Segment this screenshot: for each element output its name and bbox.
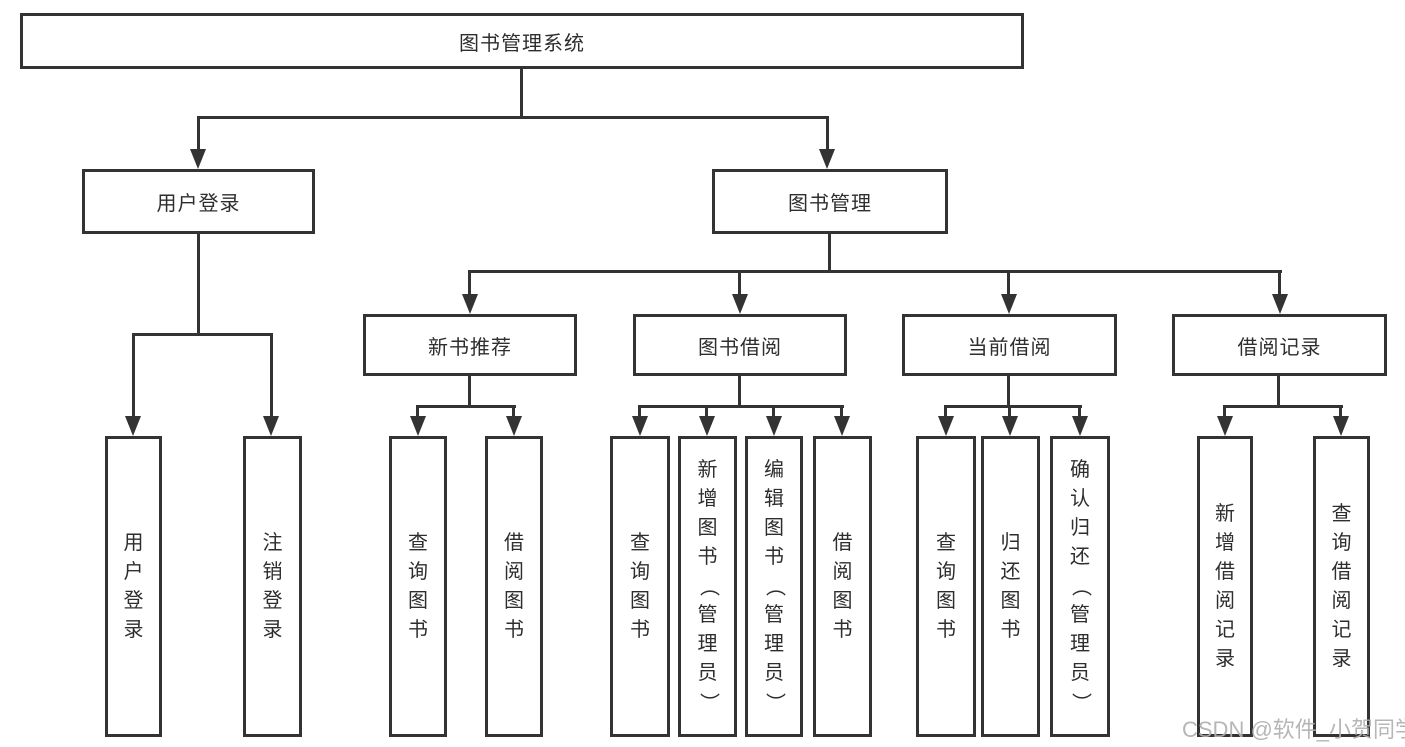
- connector-borrow-record-branch: [1223, 405, 1343, 408]
- csdn-watermark: CSDN @软件_小贺同学: [1182, 717, 1405, 742]
- connector-new-book-branch: [416, 405, 516, 408]
- connector-drop-leaf-login: [132, 333, 135, 416]
- arrowhead: [410, 416, 426, 436]
- arrowhead: [1002, 416, 1018, 436]
- connector-drop: [1223, 405, 1226, 416]
- leaf-borrow-books-2: 借阅图书: [813, 436, 872, 737]
- connector-drop: [416, 405, 419, 416]
- connector-drop-book-borrow: [738, 270, 741, 294]
- leaf-label: 查询借阅记录: [1331, 502, 1352, 670]
- connector-drop-user-login: [197, 116, 200, 149]
- leaf-return-book: 归还图书: [981, 436, 1040, 737]
- arrowhead-book-borrow: [732, 294, 748, 314]
- connector-user-login-branch: [132, 333, 273, 336]
- arrowhead: [506, 416, 522, 436]
- arrowhead-new-book: [462, 294, 478, 314]
- node-label: 新书推荐: [428, 336, 512, 359]
- node-new-book-recommend: 新书推荐: [363, 314, 577, 376]
- connector-borrow-record-stem: [1277, 376, 1280, 407]
- arrowhead: [1333, 416, 1349, 436]
- arrowhead: [766, 416, 782, 436]
- leaf-query-books-1: 查询图书: [389, 436, 447, 737]
- node-label: 借阅记录: [1237, 336, 1322, 359]
- connector-new-book-stem: [468, 376, 471, 407]
- arrowhead-user-login: [190, 149, 206, 169]
- connector-drop: [638, 405, 641, 416]
- arrowhead: [938, 416, 954, 436]
- node-label: 当前借阅: [967, 336, 1052, 359]
- connector-root-stem: [520, 69, 523, 118]
- leaf-query-books-3: 查询图书: [916, 436, 976, 737]
- leaf-add-book-admin: 新增图书（管理员）: [678, 436, 737, 737]
- connector-book-mgmt-stem: [828, 234, 831, 272]
- connector-current-borrow-stem: [1007, 376, 1010, 407]
- node-label: 用户登录: [156, 193, 241, 215]
- leaf-label: 新增图书（管理员）: [697, 459, 719, 713]
- connector-drop-current-borrow: [1007, 270, 1010, 294]
- leaf-label: 查询图书: [408, 531, 428, 641]
- arrowhead: [1217, 416, 1233, 436]
- connector-drop-leaf-logout: [270, 333, 273, 416]
- node-label: 图书管理系统: [459, 32, 585, 55]
- connector-drop: [705, 405, 708, 416]
- node-label: 图书借阅: [698, 336, 782, 359]
- node-borrowing-records: 借阅记录: [1172, 314, 1387, 376]
- leaf-borrow-books-1: 借阅图书: [485, 436, 543, 737]
- connector-book-borrow-branch: [638, 405, 844, 408]
- connector-drop: [1078, 405, 1081, 416]
- node-book-management: 图书管理: [712, 169, 948, 234]
- node-user-login: 用户登录: [82, 169, 315, 234]
- leaf-edit-book-admin: 编辑图书（管理员）: [745, 436, 803, 737]
- connector-book-mgmt-branch: [468, 270, 1282, 273]
- leaf-add-borrow-record: 新增借阅记录: [1197, 436, 1253, 737]
- leaf-label: 新增借阅记录: [1215, 502, 1235, 670]
- leaf-label: 查询图书: [936, 531, 956, 641]
- leaf-label: 归还图书: [1000, 531, 1021, 641]
- arrowhead-current-borrow: [1001, 294, 1017, 314]
- connector-root-branch: [197, 116, 829, 119]
- arrowhead: [834, 416, 850, 436]
- node-library-system: 图书管理系统: [20, 13, 1024, 69]
- connector-book-borrow-stem: [738, 376, 741, 407]
- leaf-label: 编辑图书（管理员）: [763, 459, 786, 713]
- leaf-query-borrow-record: 查询借阅记录: [1313, 436, 1370, 737]
- connector-drop-borrow-record: [1278, 270, 1281, 294]
- leaf-label: 借阅图书: [504, 531, 524, 641]
- connector-drop: [512, 405, 515, 416]
- leaf-query-books-2: 查询图书: [610, 436, 670, 737]
- leaf-label: 用户登录: [123, 531, 144, 641]
- connector-drop-new-book: [468, 270, 471, 294]
- arrowhead-book-mgmt: [819, 149, 835, 169]
- node-current-borrowing: 当前借阅: [902, 314, 1117, 376]
- connector-drop-book-mgmt: [826, 116, 829, 149]
- arrowhead: [632, 416, 648, 436]
- node-book-borrowing: 图书借阅: [633, 314, 847, 376]
- node-label: 图书管理: [788, 193, 872, 215]
- connector-drop: [1339, 405, 1342, 416]
- leaf-label: 确认归还（管理员）: [1069, 459, 1092, 713]
- arrowhead: [699, 416, 715, 436]
- connector-drop: [772, 405, 775, 416]
- arrowhead-leaf-logout: [263, 416, 279, 436]
- connector-drop: [840, 405, 843, 416]
- arrowhead-borrow-record: [1272, 294, 1288, 314]
- leaf-label: 注销登录: [262, 531, 283, 641]
- leaf-label: 查询图书: [630, 531, 650, 641]
- connector-current-borrow-branch: [944, 405, 1082, 408]
- leaf-label: 借阅图书: [832, 531, 853, 641]
- connector-drop: [1008, 405, 1011, 416]
- leaf-logout: 注销登录: [243, 436, 302, 737]
- connector-user-login-stem: [197, 234, 200, 335]
- leaf-user-login: 用户登录: [105, 436, 162, 737]
- leaf-confirm-return-admin: 确认归还（管理员）: [1050, 436, 1110, 737]
- arrowhead-leaf-login: [125, 416, 141, 436]
- connector-drop: [944, 405, 947, 416]
- arrowhead: [1072, 416, 1088, 436]
